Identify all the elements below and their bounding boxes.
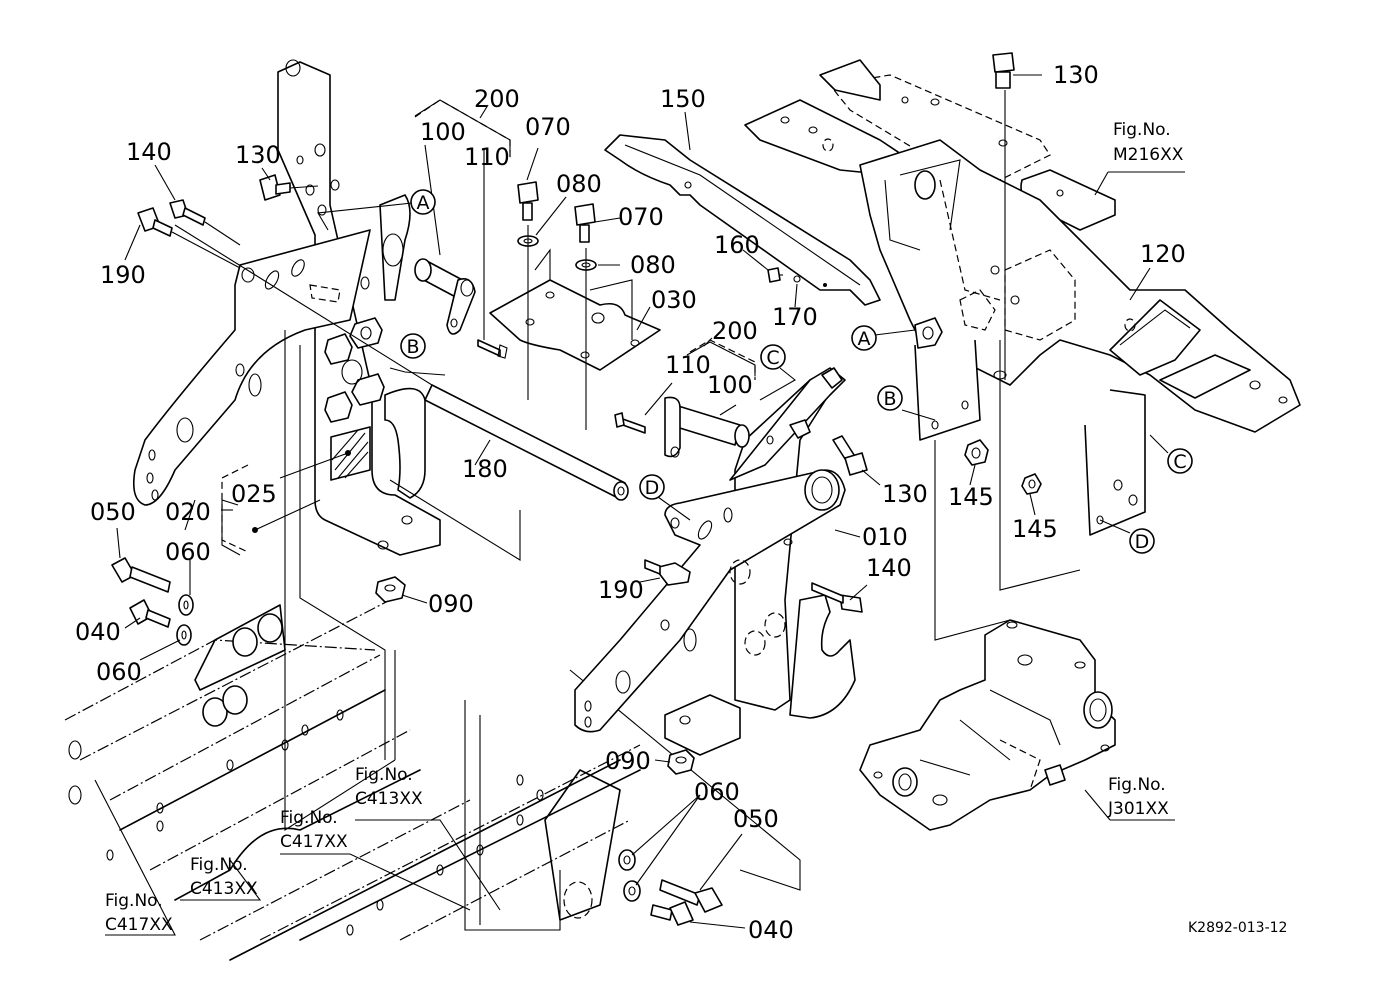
svg-text:C413XX: C413XX xyxy=(355,789,423,809)
outline-box xyxy=(464,700,561,931)
callout-080: 080 xyxy=(556,170,602,198)
callout-150: 150 xyxy=(660,85,706,113)
callout-070: 070 xyxy=(618,203,664,231)
marker-A2: A xyxy=(851,325,877,351)
marker-C1: C xyxy=(760,344,786,370)
group-bracket-200-upper xyxy=(414,99,511,160)
callout-200: 200 xyxy=(474,85,520,113)
fig-ref-C417XX-middle: Fig.No. C417XX xyxy=(280,808,348,852)
callout-040: 040 xyxy=(75,618,121,646)
marker-B1: B xyxy=(400,333,426,359)
callout-060: 060 xyxy=(165,538,211,566)
callout-180: 180 xyxy=(462,455,508,483)
cross-shaft-180 xyxy=(174,224,629,501)
svg-text:Fig.No.: Fig.No. xyxy=(355,765,413,785)
callout-070: 070 xyxy=(525,113,571,141)
part-callouts: 140 190 130 100 200 110 070 080 070 080 … xyxy=(75,61,1186,944)
svg-text:A: A xyxy=(858,328,871,350)
svg-text:C: C xyxy=(766,347,779,369)
callout-060: 060 xyxy=(96,658,142,686)
leader-lines xyxy=(94,74,1185,936)
callout-050: 050 xyxy=(733,805,779,833)
svg-text:Fig.No.: Fig.No. xyxy=(1108,775,1166,795)
marker-B2: B xyxy=(877,385,903,411)
callout-160: 160 xyxy=(714,231,760,259)
svg-text:B: B xyxy=(883,388,896,410)
svg-text:C413XX: C413XX xyxy=(190,879,258,899)
callout-030: 030 xyxy=(651,286,697,314)
svg-text:D: D xyxy=(1135,531,1150,553)
svg-text:Fig.No.: Fig.No. xyxy=(280,808,338,828)
group-bracket-020 xyxy=(221,464,249,553)
svg-text:M216XX: M216XX xyxy=(1113,145,1184,165)
callout-190: 190 xyxy=(100,261,146,289)
svg-text:C417XX: C417XX xyxy=(280,832,348,852)
svg-text:B: B xyxy=(406,336,419,358)
left-lift-bracket xyxy=(132,59,521,832)
callout-130: 130 xyxy=(235,141,281,169)
marker-D2: D xyxy=(1129,528,1155,554)
callout-130: 130 xyxy=(1053,61,1099,89)
svg-text:Fig.No.: Fig.No. xyxy=(105,891,163,911)
marker-D1: D xyxy=(639,474,665,500)
callout-100: 100 xyxy=(420,118,466,146)
callout-040: 040 xyxy=(748,916,794,944)
svg-text:C: C xyxy=(1173,451,1186,473)
group-bracket-200-lower xyxy=(689,339,756,380)
marker-A1: A xyxy=(410,189,436,215)
plate-030 xyxy=(489,181,661,430)
callout-090: 090 xyxy=(605,747,651,775)
callout-130: 130 xyxy=(882,480,928,508)
svg-text:Fig.No.: Fig.No. xyxy=(1113,120,1171,140)
svg-text:D: D xyxy=(645,477,660,499)
svg-text:Fig.No.: Fig.No. xyxy=(190,855,248,875)
callout-140: 140 xyxy=(866,554,912,582)
callout-145: 145 xyxy=(1012,515,1058,543)
right-lift-bracket-010 xyxy=(574,367,856,756)
lift-pin-100-lower xyxy=(614,396,750,458)
callout-025: 025 xyxy=(231,480,277,508)
marker-C2: C xyxy=(1167,448,1193,474)
transmission-case xyxy=(859,619,1116,831)
lift-pin-100-upper xyxy=(414,258,508,359)
fig-ref-C413XX-upper: Fig.No. C413XX xyxy=(355,765,423,809)
callout-200: 200 xyxy=(712,317,758,345)
fig-ref-C413XX-lower: Fig.No. C413XX xyxy=(190,855,258,899)
callout-120: 120 xyxy=(1140,240,1186,268)
callout-110: 110 xyxy=(665,351,711,379)
fig-ref-C417XX-lower: Fig.No. C417XX xyxy=(105,891,173,935)
callout-170: 170 xyxy=(772,303,818,331)
lift-arm-150 xyxy=(604,134,881,306)
fasteners xyxy=(111,174,1042,926)
callout-110: 110 xyxy=(464,143,510,171)
svg-text:A: A xyxy=(417,192,430,214)
fig-ref-J301XX: Fig.No. J301XX xyxy=(1107,775,1169,819)
callout-050: 050 xyxy=(90,498,136,526)
svg-text:C417XX: C417XX xyxy=(105,915,173,935)
callout-020: 020 xyxy=(165,498,211,526)
callout-060: 060 xyxy=(694,778,740,806)
callout-010: 010 xyxy=(862,523,908,551)
callout-100: 100 xyxy=(707,371,753,399)
callout-090: 090 xyxy=(428,590,474,618)
callout-145: 145 xyxy=(948,483,994,511)
fig-ref-M216XX: Fig.No. M216XX xyxy=(1113,120,1184,165)
svg-text:J301XX: J301XX xyxy=(1107,799,1169,819)
callout-080: 080 xyxy=(630,251,676,279)
callout-140: 140 xyxy=(126,138,172,166)
drawing-code: K2892-013-12 xyxy=(1188,920,1287,936)
top-frame-120 xyxy=(744,52,1301,641)
frame-rails-left xyxy=(64,599,641,961)
callout-190: 190 xyxy=(598,576,644,604)
